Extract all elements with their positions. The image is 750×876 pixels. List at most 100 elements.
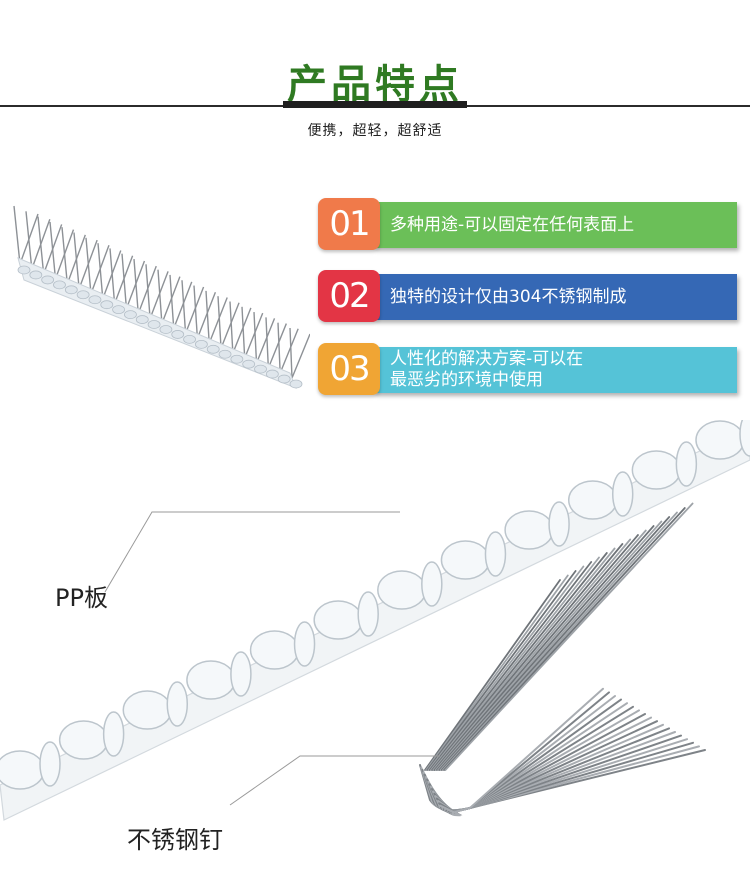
spike-clip	[64, 285, 78, 295]
pp-strip-illustration	[0, 420, 750, 821]
steel-nail	[424, 579, 561, 771]
spike-clip	[112, 305, 126, 315]
spike-wire	[244, 312, 264, 359]
spike-wire	[241, 306, 246, 359]
spike-wire	[232, 307, 252, 354]
strip-lobe	[58, 720, 109, 760]
feature-number-2: 02	[318, 270, 380, 322]
spike-wire	[217, 296, 222, 349]
spike-wire	[184, 286, 205, 334]
spike-clip	[88, 295, 102, 305]
strip-lobe	[695, 420, 745, 460]
strip-clip	[230, 651, 252, 697]
page-title: 产品特点	[287, 62, 463, 108]
spike-clip	[135, 315, 149, 324]
strip-clip	[102, 711, 125, 757]
strip-lobe	[0, 750, 45, 790]
title-underbar	[283, 101, 467, 108]
steel-nail	[425, 574, 569, 771]
steel-nail	[444, 502, 694, 771]
feature-text-3: 人性化的解决方案-可以在 最恶劣的环境中使用	[390, 347, 729, 393]
spike-clip	[242, 359, 256, 369]
feature-text-2: 独特的设计仅由304不锈钢制成	[390, 286, 627, 307]
strip-lobe	[249, 630, 300, 670]
spike-wire	[169, 274, 175, 329]
strip-clip	[357, 591, 379, 637]
spike-wire	[291, 333, 310, 379]
steel-nail	[438, 691, 610, 816]
spike-clip	[100, 300, 114, 310]
spike-wire	[196, 292, 217, 339]
feature-bar-2: 独特的设计仅由304不锈钢制成	[374, 274, 737, 320]
feature-number-3: 03	[318, 343, 380, 395]
spike-clip	[29, 270, 43, 280]
spike-wire	[173, 281, 193, 329]
strip-lobe	[504, 510, 554, 550]
steel-nail	[427, 565, 585, 771]
spike-clip	[147, 320, 161, 329]
feature-text-3-line2: 最恶劣的环境中使用	[390, 370, 543, 390]
spike-wire	[157, 269, 163, 324]
spike-wire	[25, 211, 33, 270]
spike-clip	[289, 379, 303, 389]
spike-wire	[193, 285, 199, 339]
feature-row-3: 人性化的解决方案-可以在 最恶劣的环境中使用 03	[318, 343, 737, 395]
feature-text-1: 多种用途-可以固定在任何表面上	[390, 214, 635, 235]
strip-clip	[675, 441, 698, 487]
spike-wire	[277, 322, 281, 374]
spike-clip	[53, 280, 66, 290]
steel-nail	[430, 556, 600, 771]
spike-wire	[133, 258, 139, 314]
page-subtitle: 便携，超轻，超舒适	[307, 123, 443, 139]
spike-wire	[73, 232, 80, 289]
steel-nail	[438, 525, 655, 771]
strip-lobe	[122, 690, 173, 730]
strip-lobe	[313, 600, 363, 640]
spike-wire	[121, 253, 128, 309]
spike-wire	[255, 318, 276, 364]
feature-row-2: 独特的设计仅由304不锈钢制成 02	[318, 270, 737, 322]
strip-clip	[293, 621, 316, 667]
spike-wire	[145, 264, 151, 319]
spike-wire	[37, 216, 45, 274]
spike-wire	[265, 317, 270, 369]
feature-number-1: 01	[318, 198, 380, 250]
strip-clip	[484, 531, 507, 577]
spike-wire	[49, 221, 57, 279]
spike-clip	[277, 374, 291, 384]
spike-clip	[124, 310, 137, 320]
spike-clip	[171, 330, 185, 339]
strip-clip	[39, 741, 61, 787]
spike-wire	[229, 301, 234, 354]
steel-nail-label: 不锈钢钉	[127, 826, 223, 854]
spike-wire	[220, 302, 240, 349]
spike-wire	[161, 276, 181, 324]
strip-clip	[166, 681, 189, 727]
spike-wire	[13, 205, 21, 265]
spike-clip	[254, 364, 267, 374]
spike-clip	[183, 334, 196, 344]
spike-wire	[85, 237, 92, 294]
spike-wire	[109, 248, 116, 304]
spike-wire	[181, 280, 187, 334]
steel-nail	[439, 520, 663, 771]
strip-lobe	[631, 450, 682, 490]
bird-spike-product-image	[10, 198, 310, 403]
spike-clip	[230, 354, 244, 364]
steel-nail	[436, 534, 639, 771]
feature-bar-1: 多种用途-可以固定在任何表面上	[374, 202, 737, 248]
strip-lobe	[377, 570, 427, 610]
feature-bar-3: 人性化的解决方案-可以在 最恶劣的环境中使用	[374, 347, 737, 393]
strip-clip	[548, 501, 570, 547]
spike-clip	[206, 344, 220, 354]
spike-wire	[97, 243, 104, 299]
steel-nail	[428, 561, 593, 771]
steel-nail	[433, 543, 624, 771]
strip-lobe	[567, 480, 618, 520]
steel-nail	[426, 570, 577, 771]
spike-wire	[208, 297, 228, 344]
spike-clip	[41, 275, 55, 285]
spike-clip	[194, 339, 208, 349]
feature-text-3-line1: 人性化的解决方案-可以在	[390, 349, 584, 369]
feature-row-1: 多种用途-可以固定在任何表面上 01	[318, 198, 737, 250]
